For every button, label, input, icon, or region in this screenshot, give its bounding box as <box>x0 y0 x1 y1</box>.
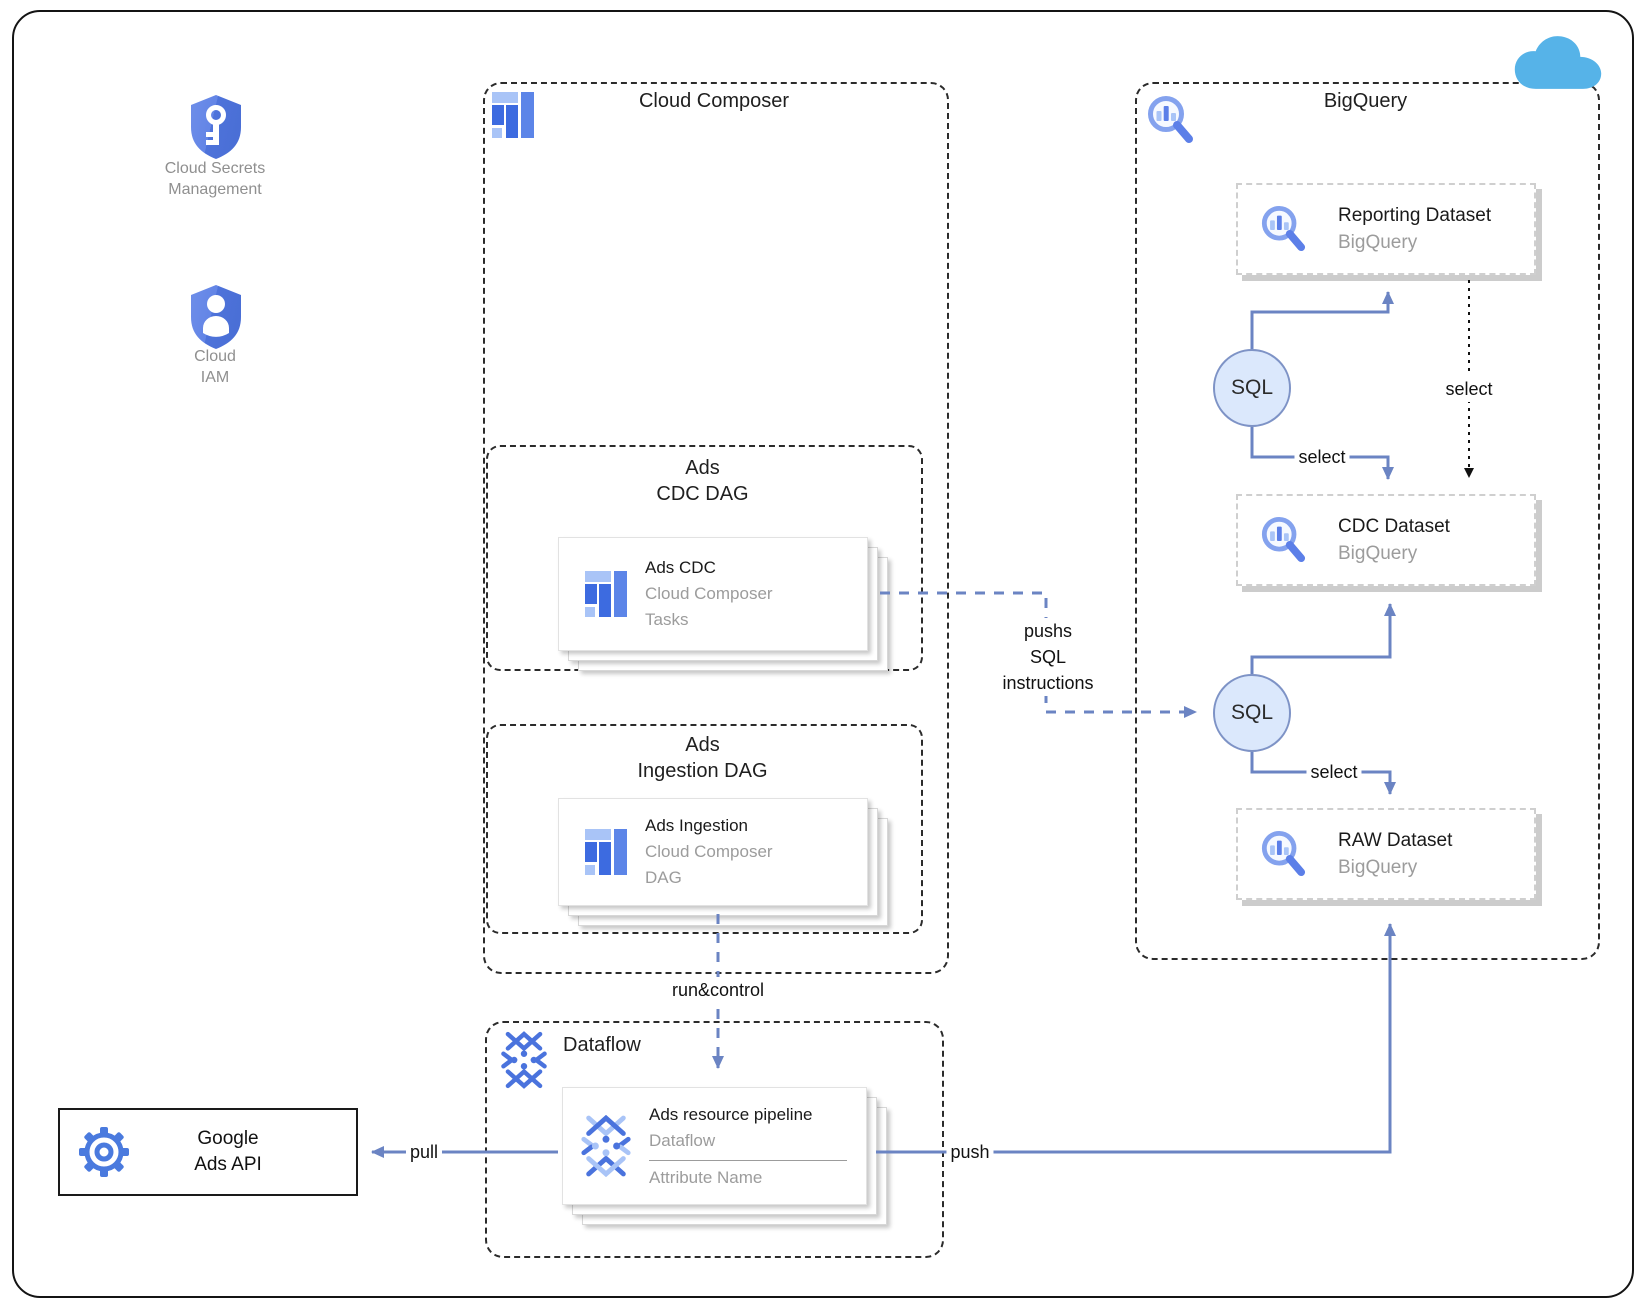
bigquery-icon <box>1148 96 1193 143</box>
card-divider <box>649 1159 847 1161</box>
shield-person-icon <box>191 285 241 349</box>
dataset-title: Reporting Dataset <box>1338 205 1492 226</box>
dataset-subtitle: BigQuery <box>1338 232 1418 253</box>
diagram-outer-frame <box>12 10 1634 1298</box>
raw-dataset-card: RAW Dataset BigQuery <box>1236 808 1536 900</box>
ads-cdc-card-stack: Ads CDC Cloud Composer Tasks <box>558 537 888 671</box>
pull-label: pull <box>405 1139 443 1165</box>
dataset-subtitle: BigQuery <box>1338 543 1418 564</box>
cloud-composer-container <box>483 82 949 974</box>
dataset-title: RAW Dataset <box>1338 830 1453 851</box>
select-dashed-label: select <box>1441 376 1497 402</box>
dataflow-card: Ads resource pipeline Dataflow Attribute… <box>562 1087 867 1205</box>
ads-ingestion-card-stack: Ads Ingestion Cloud Composer DAG <box>558 798 888 926</box>
bigquery-icon <box>1261 517 1306 563</box>
ads-ingestion-dag-title: Ads Ingestion DAG <box>637 734 768 782</box>
pushs-sql-instructions-label: pushs SQL instructions <box>998 618 1098 696</box>
card-subtitle: Dataflow <box>649 1130 716 1150</box>
bigquery-icon <box>1261 206 1306 252</box>
cloud-secrets-label: Cloud Secrets Management <box>164 160 266 198</box>
dataflow-icon <box>581 1115 631 1177</box>
cloud-icon <box>1514 36 1602 89</box>
bigquery-title: BigQuery <box>1323 90 1408 112</box>
card-subtitle: Tasks <box>645 610 689 629</box>
ads-cdc-card: Ads CDC Cloud Composer Tasks <box>558 537 868 651</box>
ads-ingestion-dag-container <box>486 724 923 934</box>
card-subtitle: Cloud Composer <box>645 842 773 861</box>
dataflow-title: Dataflow <box>563 1034 641 1056</box>
ads-cdc-dag-title: Ads CDC DAG <box>656 457 749 505</box>
cdc-dataset-card: CDC Dataset BigQuery <box>1236 494 1536 586</box>
reporting-dataset-card: Reporting Dataset BigQuery <box>1236 183 1536 275</box>
cloud-composer-icon <box>585 571 627 617</box>
push-label: push <box>946 1139 994 1165</box>
cloud-composer-icon <box>585 829 627 875</box>
dataset-subtitle: BigQuery <box>1338 857 1418 878</box>
card-subtitle: DAG <box>645 868 682 887</box>
card-attribute: Attribute Name <box>649 1167 763 1187</box>
sql-node-1: SQL <box>1213 349 1291 427</box>
google-ads-api-box: Google Ads API <box>58 1108 358 1196</box>
dataflow-card-stack: Ads resource pipeline Dataflow Attribute… <box>562 1087 887 1225</box>
cloud-composer-title: Cloud Composer <box>638 90 790 112</box>
sql-node-2: SQL <box>1213 674 1291 752</box>
run-control-label: run&control <box>667 977 769 1003</box>
card-title: Ads resource pipeline <box>649 1104 813 1124</box>
cloud-composer-icon <box>492 92 534 138</box>
select-sql2-label: select <box>1306 759 1362 785</box>
dataset-title: CDC Dataset <box>1338 516 1450 537</box>
dataflow-icon <box>501 1031 547 1089</box>
cloud-iam-label: Cloud IAM <box>194 348 236 386</box>
card-title: Ads Ingestion <box>645 816 749 835</box>
card-title: Ads CDC <box>645 558 716 577</box>
card-subtitle: Cloud Composer <box>645 584 773 603</box>
bigquery-icon <box>1261 831 1306 877</box>
ads-ingestion-card: Ads Ingestion Cloud Composer DAG <box>558 798 868 906</box>
shield-key-icon <box>191 95 241 159</box>
google-ads-api-label: Google Ads API <box>194 1128 262 1175</box>
select-sql1-label: select <box>1294 444 1350 470</box>
gear-icon <box>79 1127 129 1177</box>
